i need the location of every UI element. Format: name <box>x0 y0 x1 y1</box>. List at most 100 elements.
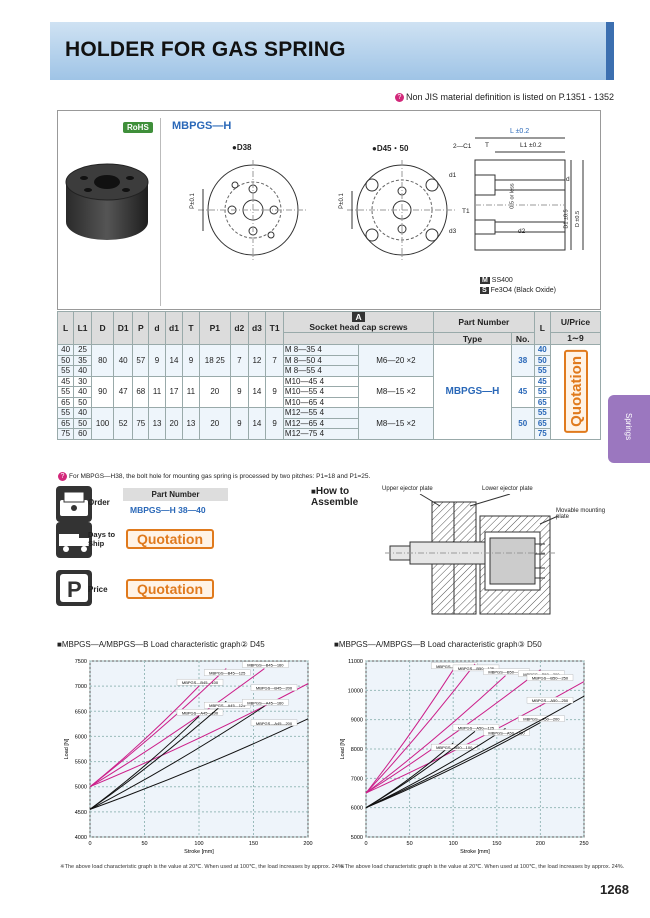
page-title: HOLDER FOR GAS SPRING <box>65 38 346 61</box>
th-L: L <box>56 311 75 345</box>
series-label-box <box>176 709 224 716</box>
no-38: 38 <box>510 344 535 377</box>
series-label-box <box>176 678 224 686</box>
series-label: MBPGS—A50—125 <box>458 725 495 730</box>
tab-springs[interactable]: Springs <box>608 395 650 463</box>
y-axis-label: Load [N] <box>340 738 346 759</box>
type-value: MBPGS—H <box>433 344 512 440</box>
y-tick-label: 5000 <box>75 785 87 791</box>
x-tick-label: 250 <box>579 841 588 847</box>
x-tick-label: 200 <box>536 841 545 847</box>
th-P1: P1 <box>198 311 231 345</box>
th-T: T <box>182 311 200 345</box>
series-line <box>89 683 309 788</box>
movable-plate-label: Movable mounting plate <box>556 508 606 520</box>
assembly-diagram <box>385 494 559 615</box>
th-d: d <box>148 311 166 345</box>
series-name: MBPGS—H <box>172 120 232 132</box>
days-quotation: Quotation <box>126 529 214 549</box>
graph-left-footnote: ※The above load characteristic graph is … <box>60 864 345 870</box>
dim-D1: D1 ±0.5 <box>563 209 570 229</box>
y-axis-label: Load [N] <box>64 738 70 759</box>
th-type: Type <box>433 332 512 345</box>
x-tick-label: 0 <box>364 841 367 847</box>
series-label-box <box>250 684 298 691</box>
series-label-box <box>452 724 500 731</box>
material-s: S Fe3O4 (Black Oxide) <box>480 287 556 294</box>
dim-d: d <box>566 176 570 183</box>
price-icon: P <box>56 570 92 606</box>
series-label: MBPGS—B45—125 <box>209 671 246 676</box>
series-label-box <box>526 697 574 704</box>
series-label: MBPGS—B50—125 <box>458 666 495 671</box>
x-tick-label: 150 <box>249 841 258 847</box>
no-45: 45 <box>510 375 535 408</box>
days-label: Days to Ship <box>88 530 116 548</box>
series-line <box>89 668 227 788</box>
product-box <box>57 110 601 310</box>
th-d2: d2 <box>229 311 249 345</box>
x-tick-label: 50 <box>141 841 147 847</box>
material-note: ?Non JIS material definition is listed o… <box>395 92 614 103</box>
dim-d3: d3 <box>449 228 457 235</box>
th-T1: T1 <box>265 311 284 345</box>
x-axis-label: Stroke [mm] <box>460 849 490 855</box>
series-label-box <box>483 729 530 736</box>
series-label-box <box>452 664 500 672</box>
lower-plate-label: Lower ejector plate <box>482 486 533 492</box>
series-label: MBPGS—B50—200 <box>523 672 560 677</box>
dim-L1: L1 ±0.2 <box>520 142 542 149</box>
y-tick-label: 6500 <box>75 709 87 715</box>
series-line <box>365 669 541 794</box>
title-bar <box>50 22 614 80</box>
th-D1: D1 <box>113 311 134 345</box>
p-dim-label-2: P±0.1 <box>338 193 345 209</box>
graph-right-footnote: ※The above load characteristic graph is … <box>340 864 625 870</box>
dim-less: 0.5 or less <box>509 183 516 209</box>
series-line <box>365 681 585 794</box>
material-m: M SS400 <box>480 277 513 284</box>
x-axis-label: Stroke [mm] <box>184 849 214 855</box>
series-line <box>365 669 454 794</box>
y-tick-label: 5500 <box>75 760 87 766</box>
y-tick-label: 7000 <box>75 684 87 690</box>
series-label: MBPGS—B45—100 <box>182 680 219 685</box>
x-tick-label: 100 <box>194 841 203 847</box>
series-line <box>365 722 541 809</box>
truck-icon <box>56 522 92 558</box>
y-tick-label: 7500 <box>75 659 87 665</box>
svg-text:P: P <box>67 577 82 602</box>
quotation-cell: Quotation <box>550 344 601 440</box>
x-tick-label: 200 <box>303 841 312 847</box>
th-d1: d1 <box>164 311 184 345</box>
table-footnote: ?For MBPGS—H38, the bolt hole for mounti… <box>58 472 370 481</box>
series-line <box>89 705 265 810</box>
side-section-view <box>474 137 584 251</box>
series-line <box>365 663 476 794</box>
series-label-box <box>526 674 574 681</box>
th-D: D <box>90 311 115 345</box>
divider <box>160 118 161 306</box>
dim-T: T <box>485 142 489 149</box>
graph-left-title: ■MBPGS—A/MBPGS—B Load characteristic gra… <box>57 640 265 649</box>
product-photo <box>65 163 149 240</box>
front-view-d45 <box>347 160 457 260</box>
series-label: MBPGS—A45—125 <box>209 703 246 708</box>
th-socket-empty <box>282 332 435 345</box>
series-line <box>365 695 585 809</box>
y-tick-label: 11000 <box>348 659 363 665</box>
series-label: MBPGS—B45—200 <box>256 686 293 691</box>
y-tick-label: 9000 <box>351 718 363 724</box>
dim-T1: T1 <box>462 208 470 215</box>
series-line <box>89 700 227 810</box>
p-dim-label: P±0.1 <box>189 193 196 209</box>
assemble-title: ■How to Assemble <box>311 486 359 508</box>
series-label-box <box>242 699 289 706</box>
view-label-d45: ●D45・50 <box>372 144 409 153</box>
